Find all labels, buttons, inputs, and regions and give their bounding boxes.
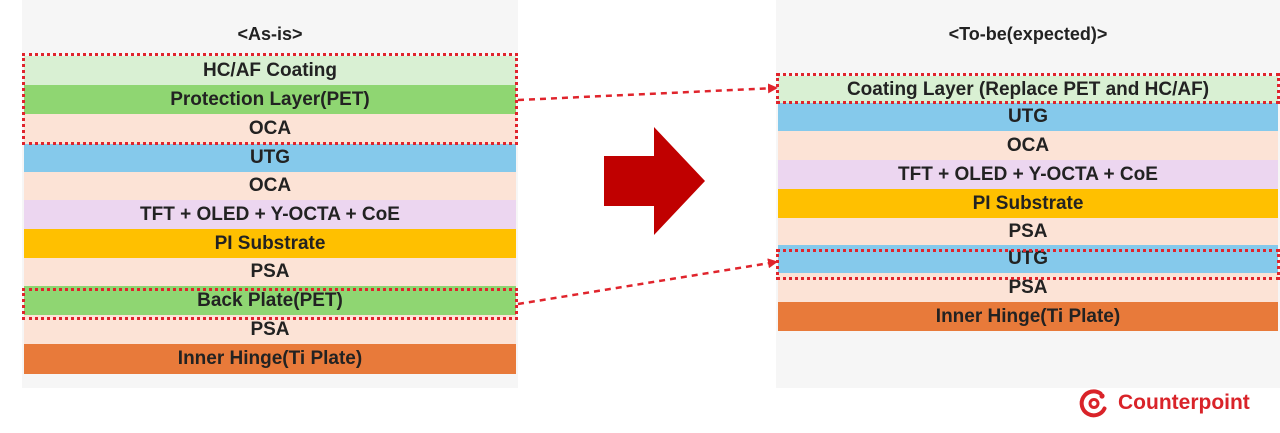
asis-layer-tft-oled-y-octa-coe: TFT + OLED + Y-OCTA + CoE xyxy=(24,200,516,229)
asis-layer-psa: PSA xyxy=(24,258,516,286)
to-be-layer-stack: Coating Layer (Replace PET and HC/AF)UTG… xyxy=(778,76,1278,331)
tobe-layer-coating-layer-replace-pet-and-hc-af: Coating Layer (Replace PET and HC/AF) xyxy=(778,76,1278,103)
brand-name: Counterpoint xyxy=(1118,391,1250,414)
counterpoint-logo: Counterpoint xyxy=(1078,386,1250,420)
asis-layer-oca: OCA xyxy=(24,114,516,144)
counterpoint-logo-icon xyxy=(1079,389,1107,418)
dashed-arrow-backplate xyxy=(517,258,778,306)
tobe-layer-pi-substrate: PI Substrate xyxy=(778,189,1278,218)
tobe-layer-oca: OCA xyxy=(778,131,1278,160)
tobe-layer-utg: UTG xyxy=(778,103,1278,131)
asis-layer-protection-layer-pet: Protection Layer(PET) xyxy=(24,85,516,114)
tobe-layer-psa: PSA xyxy=(778,218,1278,245)
asis-layer-pi-substrate: PI Substrate xyxy=(24,229,516,258)
asis-layer-utg: UTG xyxy=(24,144,516,172)
as-is-heading: <As-is> xyxy=(237,24,303,44)
asis-layer-inner-hinge-ti-plate: Inner Hinge(Ti Plate) xyxy=(24,344,516,374)
big-right-arrow-icon xyxy=(604,127,705,235)
asis-layer-hc-af-coating: HC/AF Coating xyxy=(24,56,516,85)
tobe-layer-inner-hinge-ti-plate: Inner Hinge(Ti Plate) xyxy=(778,302,1278,331)
to-be-heading: <To-be(expected)> xyxy=(948,24,1108,44)
dashed-arrow-coating xyxy=(517,83,778,102)
tobe-layer-tft-oled-y-octa-coe: TFT + OLED + Y-OCTA + CoE xyxy=(778,160,1278,189)
asis-layer-oca: OCA xyxy=(24,172,516,200)
